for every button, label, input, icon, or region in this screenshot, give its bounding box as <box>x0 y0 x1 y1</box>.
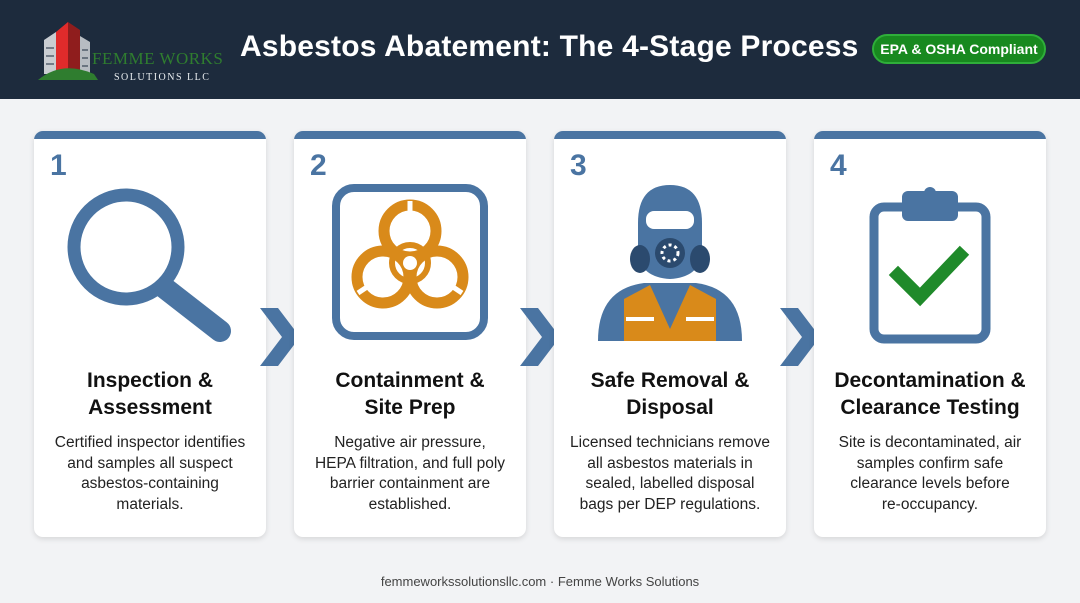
stage-number: 2 <box>310 149 327 182</box>
chevron-right-icon <box>260 308 300 366</box>
company-logo: FEMME WORKS SOLUTIONS LLC <box>36 14 223 84</box>
biohazard-icon <box>294 179 526 379</box>
stage-description: Certified inspector identifies and sampl… <box>54 434 246 513</box>
stage-title: Decontamination & Clearance Testing <box>834 369 1026 419</box>
logo-name: FEMME WORKS <box>92 49 224 68</box>
chevron-right-icon <box>780 308 820 366</box>
page-title: Asbestos Abatement: The 4-Stage Process <box>240 30 859 63</box>
stage-description: Negative air pressure, HEPA filtration, … <box>314 434 506 513</box>
card-accent-bar <box>34 131 266 139</box>
respirator-worker-icon <box>554 179 786 379</box>
stage-number: 1 <box>50 149 67 182</box>
header-bar: FEMME WORKS SOLUTIONS LLC Asbestos Abate… <box>0 0 1080 99</box>
stage-card-1: 1 Inspection & Assessment Certified insp… <box>34 131 266 537</box>
magnifier-icon <box>34 179 266 379</box>
chevron-right-icon <box>520 308 560 366</box>
stage-title: Safe Removal & Disposal <box>590 369 750 419</box>
footer-credit: femmeworkssolutionsllc.com · Femme Works… <box>380 574 700 589</box>
clipboard-check-icon <box>814 179 1046 379</box>
stage-title: Containment & Site Prep <box>335 369 485 419</box>
stage-description: Site is decontaminated, air samples conf… <box>838 434 1022 513</box>
stage-card-2: 2 Containment & Site Prep Negative air p… <box>294 131 526 537</box>
stage-title: Inspection & Assessment <box>86 369 213 419</box>
card-accent-bar <box>814 131 1046 139</box>
stage-number: 4 <box>830 149 847 182</box>
stage-number: 3 <box>570 149 587 182</box>
card-accent-bar <box>554 131 786 139</box>
buildings-logo-icon <box>38 22 98 80</box>
logo-subtitle: SOLUTIONS LLC <box>114 72 211 83</box>
card-accent-bar <box>294 131 526 139</box>
compliance-badge: EPA & OSHA Compliant <box>872 34 1046 64</box>
stage-description: Licensed technicians remove all asbestos… <box>570 434 770 513</box>
stage-card-3: 3 Safe Removal & Disposal Licensed techn… <box>554 131 786 537</box>
stage-card-4: 4 Decontamination & Clearance Testing Si… <box>814 131 1046 537</box>
